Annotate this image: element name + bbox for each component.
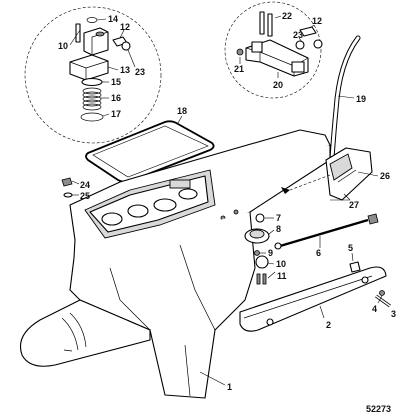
callout-4: 4 xyxy=(372,304,377,314)
callout-26: 26 xyxy=(380,171,390,181)
mount-block xyxy=(83,27,109,56)
ring-15 xyxy=(81,77,103,87)
o-ring-17 xyxy=(80,112,104,122)
callout-9: 9 xyxy=(268,248,273,258)
callout-8: 8 xyxy=(276,224,281,234)
callout-20: 20 xyxy=(273,80,283,90)
screw-11b xyxy=(262,273,267,285)
callout-7: 7 xyxy=(276,213,281,223)
washer-25 xyxy=(63,192,73,198)
callout-5: 5 xyxy=(348,243,353,253)
screw-22b xyxy=(267,13,273,37)
cable-6 xyxy=(274,213,379,250)
callout-27: 27 xyxy=(349,200,359,210)
callout-23-right: 23 xyxy=(293,30,303,40)
callout-17: 17 xyxy=(111,109,121,119)
screw-11a xyxy=(256,273,261,285)
callout-23-left: 23 xyxy=(135,67,145,77)
base-13 xyxy=(69,54,109,81)
callout-3: 3 xyxy=(391,309,396,319)
screw-22a xyxy=(259,11,265,35)
callout-16: 16 xyxy=(111,93,121,103)
spring-16 xyxy=(82,87,102,111)
callout-10-upper: 10 xyxy=(58,41,68,51)
fitting-12-right xyxy=(299,26,317,37)
plug-24 xyxy=(61,177,73,187)
torpedo-nose xyxy=(19,299,151,367)
cap-8 xyxy=(244,228,270,244)
fastener-7 xyxy=(255,213,265,223)
pin-9 xyxy=(254,250,260,256)
o-ring-14 xyxy=(86,17,98,23)
callout-6: 6 xyxy=(316,248,321,258)
callout-21: 21 xyxy=(234,64,244,74)
callout-19: 19 xyxy=(356,94,366,104)
detail-circle-left xyxy=(24,6,162,144)
drawing-number: 52273 xyxy=(366,404,391,414)
plug-21 xyxy=(236,48,244,56)
callout-22: 22 xyxy=(282,11,292,21)
gasket-18 xyxy=(85,120,215,183)
bolt-3 xyxy=(375,294,391,308)
callout-13: 13 xyxy=(120,65,130,75)
dashed-leader-bracket xyxy=(289,174,331,191)
callout-14: 14 xyxy=(108,14,118,24)
callout-24: 24 xyxy=(80,180,90,190)
bracket-26 xyxy=(325,147,379,201)
anode-2 xyxy=(239,266,387,332)
detail-circle-right xyxy=(224,1,323,99)
clamp-23-right xyxy=(313,39,323,49)
callout-10-lower: 10 xyxy=(276,259,286,269)
callout-25: 25 xyxy=(80,191,90,201)
callout-18: 18 xyxy=(177,106,187,116)
callout-11: 11 xyxy=(277,271,287,281)
callout-15: 15 xyxy=(111,77,121,87)
skeg xyxy=(149,329,216,399)
callout-2: 2 xyxy=(326,320,331,330)
ring-10 xyxy=(255,255,269,269)
callout-12-right: 12 xyxy=(312,16,322,26)
gearcase-housing-1 xyxy=(19,129,331,399)
nut-5 xyxy=(349,261,361,273)
clamp-23-left xyxy=(121,41,131,51)
callout-1: 1 xyxy=(227,382,232,392)
callout-12-left: 12 xyxy=(120,22,130,32)
washer-4 xyxy=(379,290,385,296)
